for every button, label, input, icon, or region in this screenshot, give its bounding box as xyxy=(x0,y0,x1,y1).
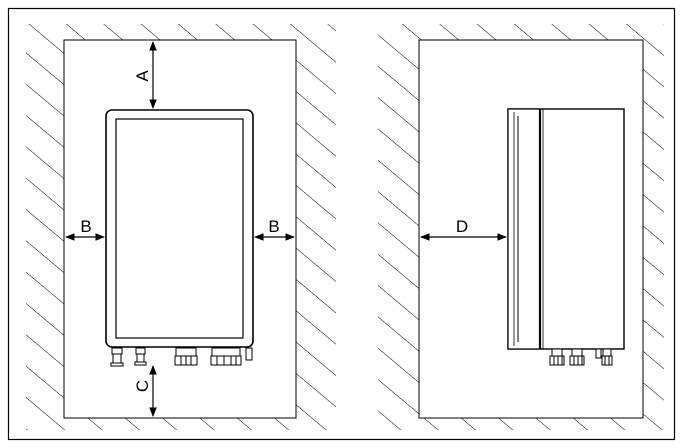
outer-frame xyxy=(7,7,676,441)
side-view: D xyxy=(378,24,664,430)
cable-glands-front xyxy=(110,347,253,367)
front-view: A B B C xyxy=(26,24,336,430)
label-b-right: B xyxy=(268,217,279,236)
label-b-left: B xyxy=(80,217,91,236)
cabinet-side xyxy=(507,108,625,350)
label-a: A xyxy=(133,70,152,82)
label-c: C xyxy=(133,380,152,392)
cable-glands-side xyxy=(549,348,613,366)
cabinet-front-outer xyxy=(105,109,254,348)
cabinet-front-door xyxy=(115,118,244,339)
clearance-zone-front xyxy=(63,39,297,419)
clearance-zone-side xyxy=(418,39,644,419)
label-d: D xyxy=(456,217,468,236)
